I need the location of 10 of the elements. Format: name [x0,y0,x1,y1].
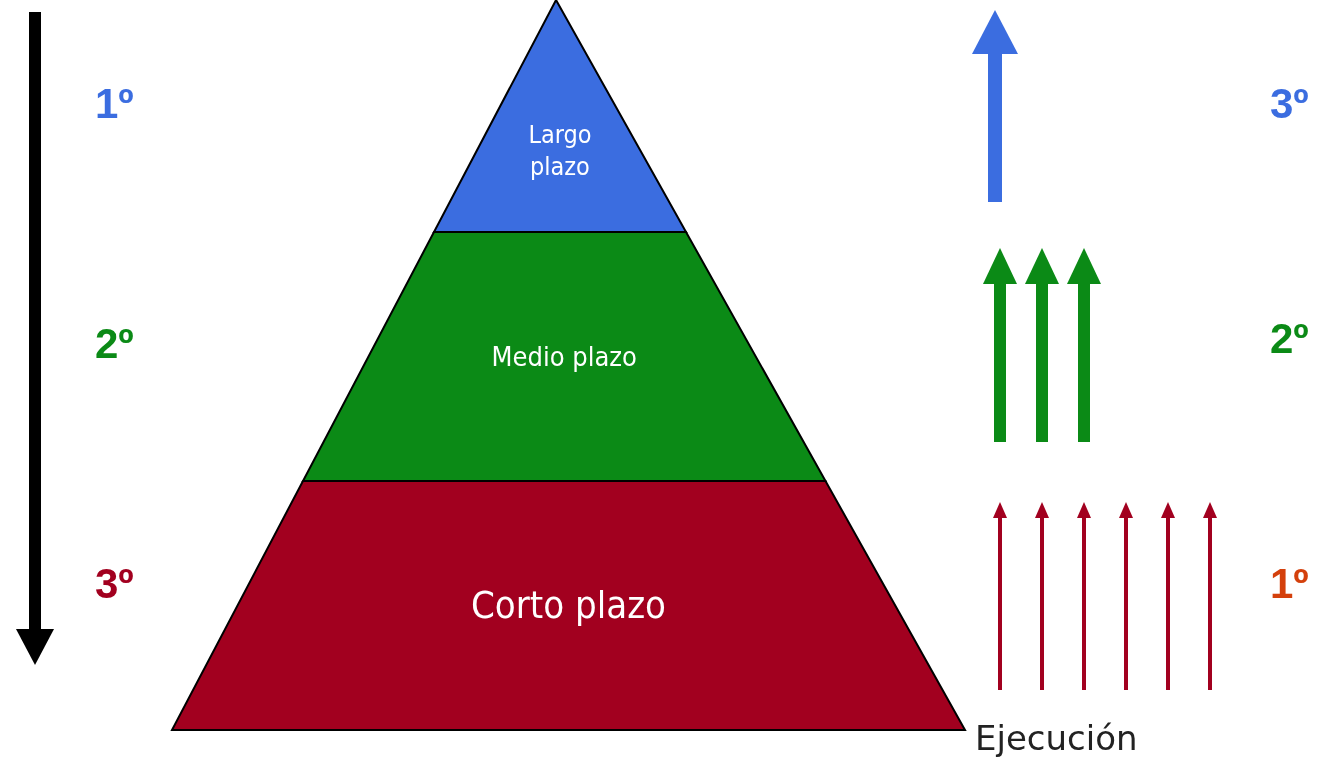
band-label: Largo plazo [527,118,593,183]
rank-label: 3º [1270,80,1309,128]
band-label: Medio plazo [491,339,637,374]
rank-label: 3º [95,560,134,608]
band-label: Corto plazo [471,581,666,629]
rank-label: 1º [95,80,134,128]
rank-label: 1º [1270,560,1309,608]
rank-label: 2º [95,320,134,368]
axis-caption: Ejecución [975,718,1138,758]
rank-label: 2º [1270,315,1309,363]
